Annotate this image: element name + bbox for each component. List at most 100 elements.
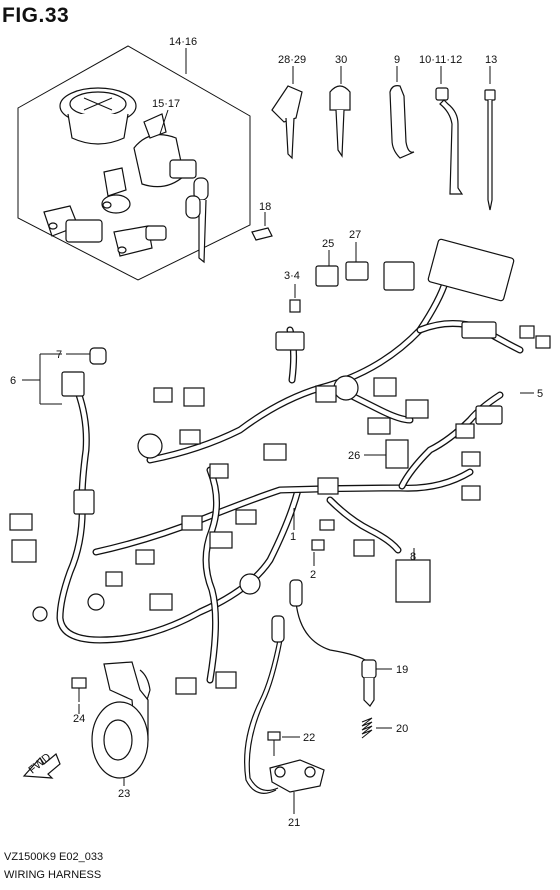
connector-k: [315, 385, 337, 403]
callout-23: 23: [118, 788, 130, 800]
grommet-b: [32, 606, 48, 622]
connector-f: [73, 489, 95, 515]
connector-sensor-b: [271, 615, 285, 643]
callout-25: 25: [322, 238, 334, 250]
connector-2: [311, 539, 325, 551]
connector-ad: [175, 677, 197, 695]
connector-n: [367, 417, 391, 435]
connector-r: [263, 443, 287, 461]
figure-caption: WIRING HARNESS: [4, 869, 102, 881]
key-blank-30: [329, 66, 351, 158]
callout-5: 5: [537, 388, 543, 400]
callout-18: 18: [259, 201, 271, 213]
label-plate-8: [395, 559, 431, 603]
connector-x: [181, 515, 203, 531]
sensor-21: [269, 759, 325, 793]
fuel-cap-part: [59, 87, 137, 145]
connector-z: [235, 509, 257, 525]
callout-8: 8: [410, 551, 416, 563]
callout-13: 13: [485, 54, 497, 66]
callout-26: 26: [348, 450, 360, 462]
connector-v: [319, 519, 335, 531]
cable-tie-13: [484, 66, 496, 211]
connector-26: [385, 439, 409, 469]
grommet-a: [87, 593, 105, 611]
connector-c: [519, 325, 535, 339]
connector-b: [461, 321, 497, 339]
connector-h: [11, 539, 37, 563]
switch-19: [361, 659, 377, 707]
callout-15-17: 15·17: [152, 98, 180, 110]
relay-round-c: [239, 573, 261, 595]
callout-7: 7: [56, 349, 62, 361]
connector-a: [275, 331, 305, 351]
model-code: VZ1500K9 E02_033: [4, 851, 104, 863]
connector-7: [89, 347, 107, 365]
connector-t: [209, 463, 229, 479]
connector-y: [209, 531, 233, 549]
connector-top: [383, 261, 415, 291]
connector-q: [461, 485, 481, 501]
callout-10-11-12: 10·11·12: [419, 54, 462, 66]
spring-20: [361, 717, 373, 739]
connector-o: [455, 423, 475, 439]
horn-23: [91, 661, 149, 779]
relay-round-a: [137, 433, 163, 459]
figure-title: FIG.33: [2, 4, 70, 27]
ignition-kit-group: [17, 45, 251, 281]
connector-ac: [149, 593, 173, 611]
callout-1: 1: [290, 531, 296, 543]
main-harness: [56, 276, 524, 684]
connector-sensor-a: [289, 579, 303, 607]
leader-lines: [22, 242, 534, 814]
connector-e: [475, 405, 503, 425]
key-blank-28-29: [271, 66, 303, 160]
callout-24: 24: [73, 713, 85, 725]
ignition-keys-part: [185, 177, 209, 264]
connector-w: [353, 539, 375, 557]
connector-g: [9, 513, 33, 531]
callout-20: 20: [396, 723, 408, 735]
connector-aa: [135, 549, 155, 565]
connector-s: [179, 429, 201, 445]
connector-m: [405, 399, 429, 419]
connector-ae: [215, 671, 237, 689]
connector-group: [9, 238, 551, 695]
callout-19: 19: [396, 664, 408, 676]
connector-l: [373, 377, 397, 397]
relay-round-b: [333, 375, 359, 401]
connector-ab: [105, 571, 123, 587]
callout-27: 27: [349, 229, 361, 241]
connector-6: [61, 371, 85, 397]
connector-d: [535, 335, 551, 349]
bolt-22: [267, 731, 281, 756]
callout-22: 22: [303, 732, 315, 744]
ignition-switch-part: [133, 113, 197, 188]
callout-9: 9: [394, 54, 400, 66]
relay-27: [345, 261, 369, 281]
connector-u: [317, 477, 339, 495]
fuse-3-4: [289, 299, 301, 313]
callout-6: 6: [10, 375, 16, 387]
leader-15-17: [159, 109, 169, 135]
ignition-kit-outline: [17, 45, 251, 281]
callout-21: 21: [288, 817, 300, 829]
relay-25: [315, 265, 339, 287]
bolt-18: [251, 212, 273, 241]
fwd-arrow-icon: [22, 753, 61, 779]
connector-j: [183, 387, 205, 407]
callout-2: 2: [310, 569, 316, 581]
main-coupler: [427, 238, 515, 302]
bolt-24: [71, 677, 87, 702]
band-10-11-12: [435, 66, 464, 195]
connector-i: [153, 387, 173, 403]
callout-14-16: 14·16: [169, 36, 197, 48]
callout-28-29: 28·29: [278, 54, 306, 66]
callout-labels: 14·16 15·17 28·29 30 9 10·11·12 13 18 25…: [10, 36, 543, 829]
clamp-9: [389, 66, 415, 159]
callout-3-4: 3·4: [284, 270, 300, 282]
lock-cylinders-part: [43, 167, 167, 257]
callout-30: 30: [335, 54, 347, 66]
connector-p: [461, 451, 481, 467]
